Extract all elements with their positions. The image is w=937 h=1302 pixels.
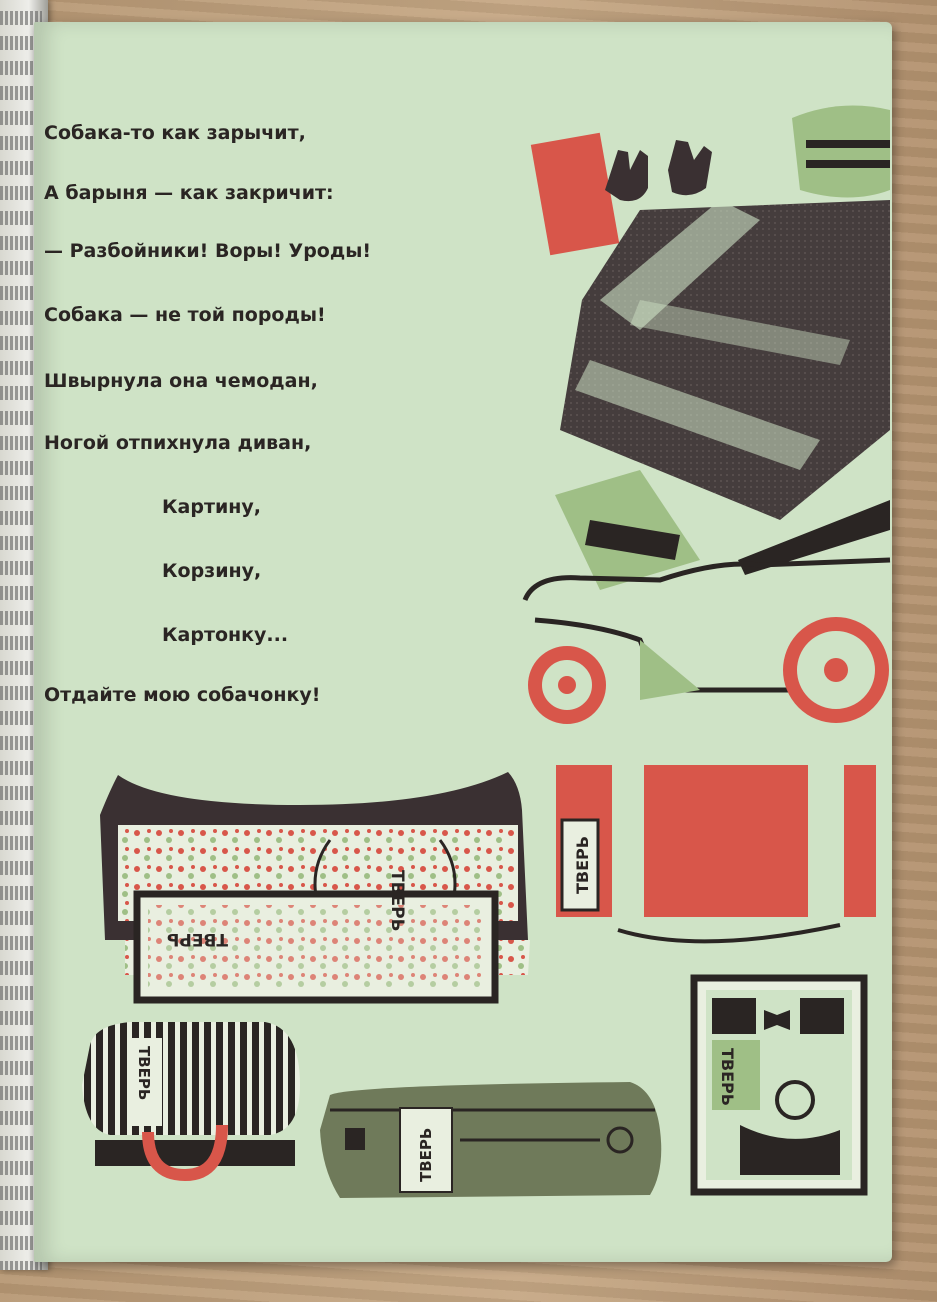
poem-line: Ногой отпихнула диван,: [44, 432, 312, 454]
sofa-label-tag: ТВЕРЬ: [387, 870, 407, 932]
poem-line: Картину,: [162, 496, 262, 518]
basket-label-tag: ТВЕРЬ: [128, 1038, 162, 1126]
poem-line: Отдайте мою собачонку!: [44, 684, 321, 706]
red-parcel: [530, 132, 620, 256]
red-box: [556, 765, 876, 944]
poem-line: Корзину,: [162, 560, 262, 582]
box-label: ТВЕРЬ: [573, 836, 592, 894]
travel-bag: [320, 1082, 662, 1198]
poem-line: Собака-то как зарычит,: [44, 122, 306, 144]
car: [522, 500, 891, 724]
box-label-tag: ТВЕРЬ: [560, 818, 600, 912]
glove-right: [668, 140, 712, 196]
glove-left: [605, 150, 648, 202]
framed-picture: [690, 974, 868, 1196]
picture-label-tag: ТВЕРЬ: [718, 1048, 737, 1106]
sofa-label: ТВЕРЬ: [387, 870, 407, 932]
poem-line: Картонку...: [162, 624, 289, 646]
basket-label: ТВЕРЬ: [135, 1046, 153, 1100]
poem-line: Швырнула она чемодан,: [44, 370, 318, 392]
suitcase: [133, 890, 499, 1004]
suitcase-label-tag: ТВЕРЬ: [166, 929, 228, 949]
suitcase-label: ТВЕРЬ: [166, 929, 228, 949]
bag-label-tag: ТВЕРЬ: [399, 1107, 453, 1193]
poem-line: Собака — не той породы!: [44, 304, 326, 326]
bag-label: ТВЕРЬ: [417, 1128, 435, 1182]
poem-line: — Разбойники! Воры! Уроды!: [44, 240, 372, 262]
lady-figure: [530, 105, 890, 590]
picture-label: ТВЕРЬ: [718, 1048, 737, 1106]
striped-basket: [82, 1022, 300, 1182]
poem-line: А барыня — как закричит:: [44, 182, 334, 204]
